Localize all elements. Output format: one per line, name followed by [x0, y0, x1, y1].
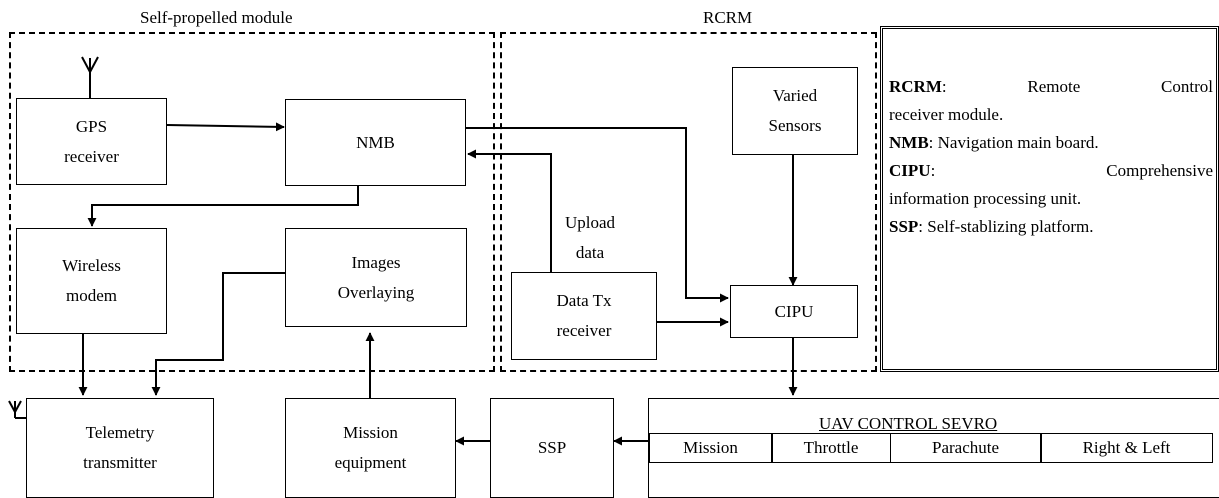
- data-tx-receiver-block: Data Tx receiver: [511, 272, 657, 360]
- legend-line: receiver module.: [889, 101, 1213, 129]
- wireless-modem-line-1: Wireless: [62, 256, 121, 275]
- legend-line: CIPU: Comprehensive: [889, 157, 1213, 185]
- gps-receiver-line-2: receiver: [64, 146, 119, 166]
- legend-term: CIPU:: [889, 161, 936, 180]
- data-tx-receiver-line-1: Data Tx: [556, 291, 612, 310]
- arrow-images-to-telemetry: [151, 272, 285, 396]
- legend-box: RCRM: Remote Control receiver module. NMB: N…: [880, 26, 1219, 372]
- mission-equipment-line-1: Mission: [343, 423, 398, 442]
- telemetry-transmitter-line-2: transmitter: [83, 453, 157, 472]
- mission-equipment-block: Mission equipment: [285, 398, 456, 498]
- images-overlaying-block: Images Overlaying: [285, 228, 467, 327]
- uav-control-cell: Mission: [648, 433, 773, 463]
- legend-word: Remote: [1027, 77, 1081, 96]
- ssp-label: SSP: [537, 438, 567, 457]
- legend-line: NMB: Navigation main board.: [889, 129, 1213, 157]
- legend-text-fragment: receiver module.: [889, 105, 1004, 124]
- upload-data-line-1: Upload: [564, 213, 616, 232]
- rcrm-region: [500, 32, 877, 372]
- legend-word: Comprehensive: [1106, 161, 1213, 180]
- cipu-label: CIPU: [774, 301, 814, 321]
- legend-word: Control: [1161, 77, 1213, 96]
- telemetry-transmitter-line-1: Telemetry: [85, 423, 155, 442]
- uav-control-servo-title-text: UAV CONTROL SEVRO: [819, 414, 998, 433]
- connector-layer: [8, 56, 798, 446]
- telemetry-transmitter-block: Telemetry transmitter: [26, 398, 214, 498]
- legend-text-fragment: information processing unit.: [889, 189, 1082, 208]
- cipu-block: CIPU: [730, 285, 858, 338]
- rcrm-title: RCRM: [703, 8, 753, 27]
- uav-control-cell: Throttle: [771, 433, 891, 463]
- images-overlaying-line-1: Images: [351, 252, 401, 272]
- arrow-nmb-to-wireless: [87, 186, 359, 227]
- legend-term: NMB: [889, 133, 929, 152]
- legend-line: RCRM: Remote Control: [889, 73, 1213, 101]
- arrow-datatx-to-nmb: [467, 149, 552, 272]
- wireless-modem-block: Wireless modem: [16, 228, 167, 334]
- legend-definitions: RCRM: Remote Control receiver module. NMB: N…: [889, 73, 1213, 241]
- upload-data-label: Upload data: [560, 208, 620, 268]
- legend-text-fragment: : Self-stablizing platform.: [918, 217, 1094, 236]
- varied-sensors-line-2: Sensors: [768, 116, 822, 135]
- legend-term: RCRM:: [889, 77, 947, 96]
- legend-line: SSP: Self-stablizing platform.: [889, 213, 1213, 241]
- nmb-block: NMB: [285, 99, 466, 186]
- varied-sensors-line-1: Varied: [772, 86, 818, 105]
- legend-text-fragment: : Navigation main board.: [928, 133, 1099, 152]
- arrow-gps-to-nmb: [166, 122, 285, 132]
- legend-line: information processing unit.: [889, 185, 1213, 213]
- self-propelled-module-title: Self-propelled module: [140, 8, 293, 27]
- gps-antenna-icon: [81, 56, 99, 98]
- uav-control-cell: Parachute: [889, 433, 1042, 463]
- uav-system-block-diagram: Self-propelled module RCRM: [8, 8, 1219, 498]
- varied-sensors-block: Varied Sensors: [732, 67, 858, 155]
- uav-control-servo-panel: [648, 398, 1219, 498]
- gps-receiver-line-1: GPS: [75, 116, 108, 136]
- self-propelled-module-region: [9, 32, 495, 372]
- upload-data-line-2: data: [575, 243, 605, 262]
- images-overlaying-line-2: Overlaying: [337, 282, 415, 302]
- arrow-nmb-to-cipu: [466, 127, 729, 303]
- telemetry-antenna-icon: [8, 400, 26, 419]
- data-tx-receiver-line-2: receiver: [556, 321, 612, 340]
- ssp-block: SSP: [490, 398, 614, 498]
- gps-receiver-block: GPS receiver: [16, 98, 167, 185]
- mission-equipment-line-2: equipment: [334, 453, 407, 472]
- uav-control-cell: Right & Left: [1040, 433, 1213, 463]
- wireless-modem-line-2: modem: [66, 286, 117, 305]
- legend-term: SSP: [889, 217, 919, 236]
- nmb-label: NMB: [356, 132, 395, 152]
